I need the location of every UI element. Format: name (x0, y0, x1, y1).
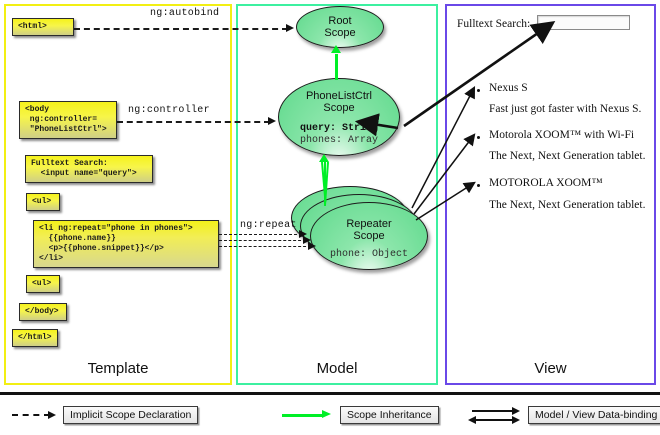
list-bullet (477, 184, 480, 187)
legend-label-scope-inheritance: Scope Inheritance (340, 406, 439, 424)
connector-line-ng-repeat-b (219, 240, 306, 241)
inheritance-arrowhead-phonelistctrl (331, 45, 341, 53)
legend-double-line-bottom (472, 419, 516, 421)
phonelistctrl-scope-title-2: Scope (323, 102, 355, 114)
legend-dashed-line (12, 414, 50, 416)
legend: Implicit Scope Declaration Scope Inherit… (0, 398, 660, 435)
legend-dashed-arrowhead (48, 411, 56, 419)
repeater-scope-title-2: Scope (353, 230, 385, 242)
connector-label-ng-autobind: ng:autobind (150, 8, 220, 19)
code-block-body-open: <body ng:controller= "PhoneListCtrl"> (19, 101, 117, 139)
connector-line-ng-repeat-c (219, 246, 311, 247)
inheritance-line-phonelistctrl (335, 54, 338, 80)
connector-label-ng-controller: ng:controller (128, 105, 210, 116)
code-block-ul-close: <ul> (26, 275, 60, 293)
root-scope: Root Scope (296, 6, 384, 48)
legend-green-line (282, 414, 324, 417)
list-bullet (477, 136, 480, 139)
fulltext-search-label: Fulltext Search: (457, 18, 531, 30)
phone-item-snippet: The Next, Next Generation tablet. (489, 199, 646, 211)
phone-item-name: Motorola XOOM™ with Wi-Fi (489, 129, 635, 141)
code-block-li-repeat: <li ng:repeat="phone in phones"> {{phone… (33, 220, 219, 268)
search-input[interactable] (537, 15, 630, 30)
root-scope-title-1: Root (328, 15, 352, 27)
legend-double-arrowhead-left (468, 416, 476, 424)
repeater-scope-title-1: Repeater (346, 218, 392, 230)
connector-line-ng-controller (117, 121, 270, 123)
template-panel-label: Template (87, 360, 149, 377)
model-panel-label: Model (316, 360, 358, 377)
phonelistctrl-scope: PhoneListCtrl Scope query: String phones… (278, 78, 400, 156)
connector-arrowhead-ng-autobind (286, 24, 294, 32)
code-block-html-close: </html> (12, 329, 58, 347)
connector-arrowhead-ng-controller (268, 117, 276, 125)
connector-arrowhead-ng-repeat-b (303, 236, 311, 244)
legend-green-arrowhead (322, 410, 331, 418)
connector-line-ng-autobind (74, 28, 288, 30)
connector-arrowhead-ng-repeat-c (308, 242, 316, 250)
phone-item-name: Nexus S (489, 82, 528, 94)
phonelistctrl-scope-prop-query: query: String (299, 123, 378, 134)
phonelistctrl-scope-prop-phones: phones: Array (299, 135, 378, 146)
legend-label-model-view-data-binding: Model / View Data-binding (528, 406, 660, 424)
code-block-ul-open: <ul> (26, 193, 60, 211)
view-panel: View (445, 4, 656, 385)
legend-double-arrowhead-right-2 (512, 416, 520, 424)
code-block-fulltext-search: Fulltext Search: <input name="query"> (25, 155, 153, 183)
legend-double-arrowhead-right (512, 407, 520, 415)
connector-label-ng-repeat: ng:repeat (240, 220, 297, 231)
view-panel-label: View (534, 360, 567, 377)
repeater-scope: Repeater Scope phone: Object (310, 202, 428, 270)
connector-arrowhead-ng-repeat-a (299, 230, 307, 238)
root-scope-title-2: Scope (324, 27, 356, 39)
phone-item-name: MOTOROLA XOOM™ (489, 177, 603, 189)
connector-line-ng-repeat-a (219, 234, 302, 235)
phone-item-snippet: The Next, Next Generation tablet. (489, 150, 646, 162)
code-block-html-open: <html> (12, 18, 74, 36)
repeater-scope-prop-phone: phone: Object (329, 249, 408, 260)
inheritance-arrowhead-repeater (319, 154, 329, 162)
legend-divider (0, 392, 660, 395)
legend-label-implicit-scope-declaration: Implicit Scope Declaration (63, 406, 199, 424)
phonelistctrl-scope-title-1: PhoneListCtrl (305, 90, 373, 102)
code-block-body-close: </body> (19, 303, 67, 321)
phone-item-snippet: Fast just got faster with Nexus S. (489, 103, 642, 115)
legend-double-line-top (472, 410, 516, 412)
list-bullet (477, 89, 480, 92)
